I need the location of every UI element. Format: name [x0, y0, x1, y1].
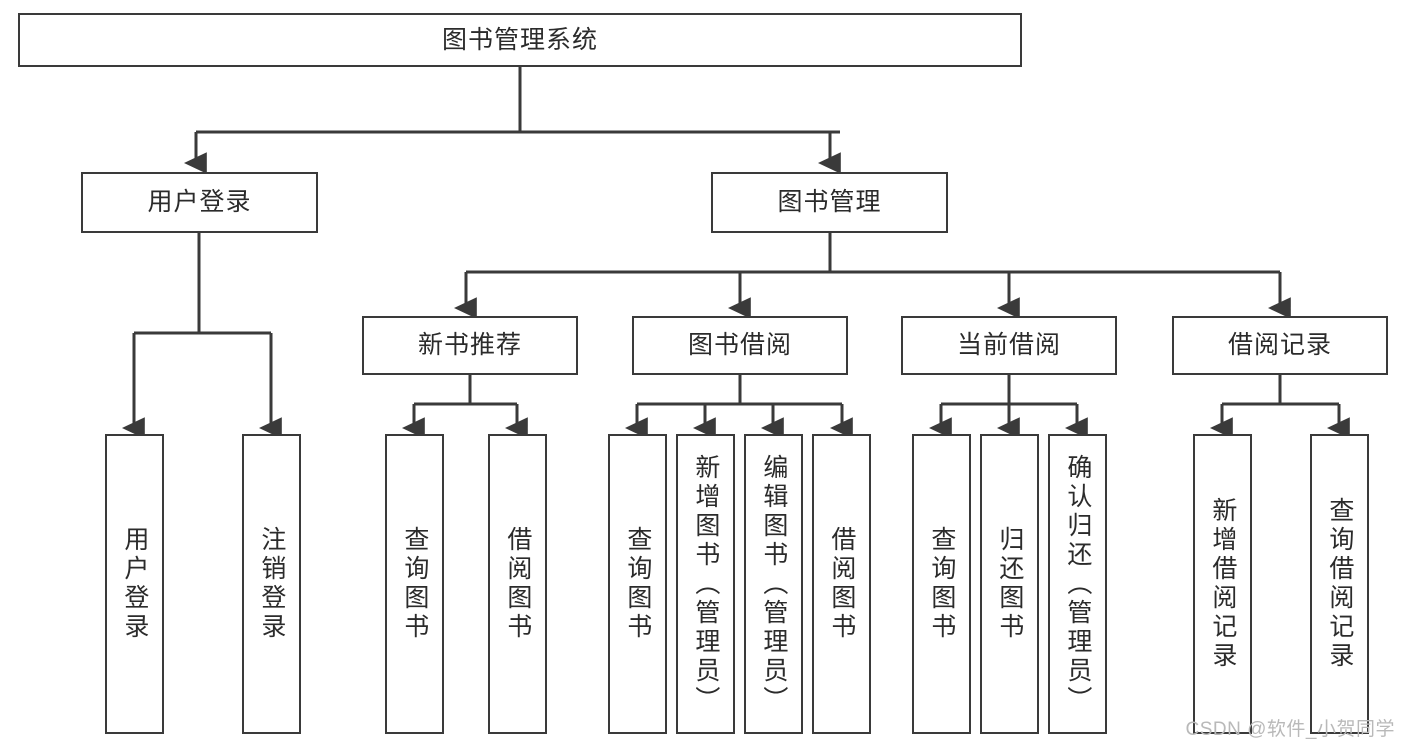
node-label: 新书推荐 [417, 331, 522, 360]
node-label: 借阅图书 [827, 526, 856, 642]
leaf-new-book-borrow-book[interactable]: 借阅图书 [488, 434, 547, 734]
node-borrowing-record[interactable]: 借阅记录 [1172, 316, 1388, 375]
node-root-book-management-system[interactable]: 图书管理系统 [18, 13, 1022, 67]
leaf-current-borrow-confirm-return-admin[interactable]: 确认归还（管理员） [1048, 434, 1107, 734]
leaf-borrow-record-query-record[interactable]: 查询借阅记录 [1310, 434, 1369, 734]
node-user-login[interactable]: 用户登录 [81, 172, 318, 233]
leaf-user-login-login[interactable]: 用户登录 [105, 434, 164, 734]
leaf-current-borrow-query-book[interactable]: 查询图书 [912, 434, 971, 734]
leaf-book-borrow-edit-book-admin[interactable]: 编辑图书（管理员） [744, 434, 803, 734]
node-label: 用户登录 [120, 526, 149, 642]
leaf-borrow-record-add-record[interactable]: 新增借阅记录 [1193, 434, 1252, 734]
leaf-book-borrow-borrow-book[interactable]: 借阅图书 [812, 434, 871, 734]
node-label: 确认归还（管理员） [1063, 453, 1092, 715]
node-label: 当前借阅 [956, 331, 1061, 360]
node-book-borrowing[interactable]: 图书借阅 [632, 316, 848, 375]
leaf-book-borrow-add-book-admin[interactable]: 新增图书（管理员） [676, 434, 735, 734]
node-label: 查询图书 [623, 526, 652, 642]
node-label: 图书管理系统 [441, 25, 598, 54]
node-label: 编辑图书（管理员） [759, 453, 788, 715]
node-label: 新增借阅记录 [1208, 497, 1237, 671]
leaf-new-book-query-book[interactable]: 查询图书 [385, 434, 444, 734]
node-label: 用户登录 [147, 188, 252, 217]
node-label: 图书管理 [777, 188, 882, 217]
node-label: 归还图书 [995, 526, 1024, 642]
leaf-user-login-logout[interactable]: 注销登录 [242, 434, 301, 734]
node-book-management[interactable]: 图书管理 [711, 172, 948, 233]
node-label: 查询图书 [927, 526, 956, 642]
leaf-book-borrow-query-book[interactable]: 查询图书 [608, 434, 667, 734]
node-label: 借阅图书 [503, 526, 532, 642]
node-new-book-recommendation[interactable]: 新书推荐 [362, 316, 578, 375]
node-label: 借阅记录 [1227, 331, 1332, 360]
leaf-current-borrow-return-book[interactable]: 归还图书 [980, 434, 1039, 734]
node-label: 查询借阅记录 [1325, 497, 1354, 671]
node-current-borrowing[interactable]: 当前借阅 [901, 316, 1117, 375]
node-label: 注销登录 [257, 526, 286, 642]
node-label: 新增图书（管理员） [691, 453, 720, 715]
node-label: 图书借阅 [687, 331, 792, 360]
node-label: 查询图书 [400, 526, 429, 642]
